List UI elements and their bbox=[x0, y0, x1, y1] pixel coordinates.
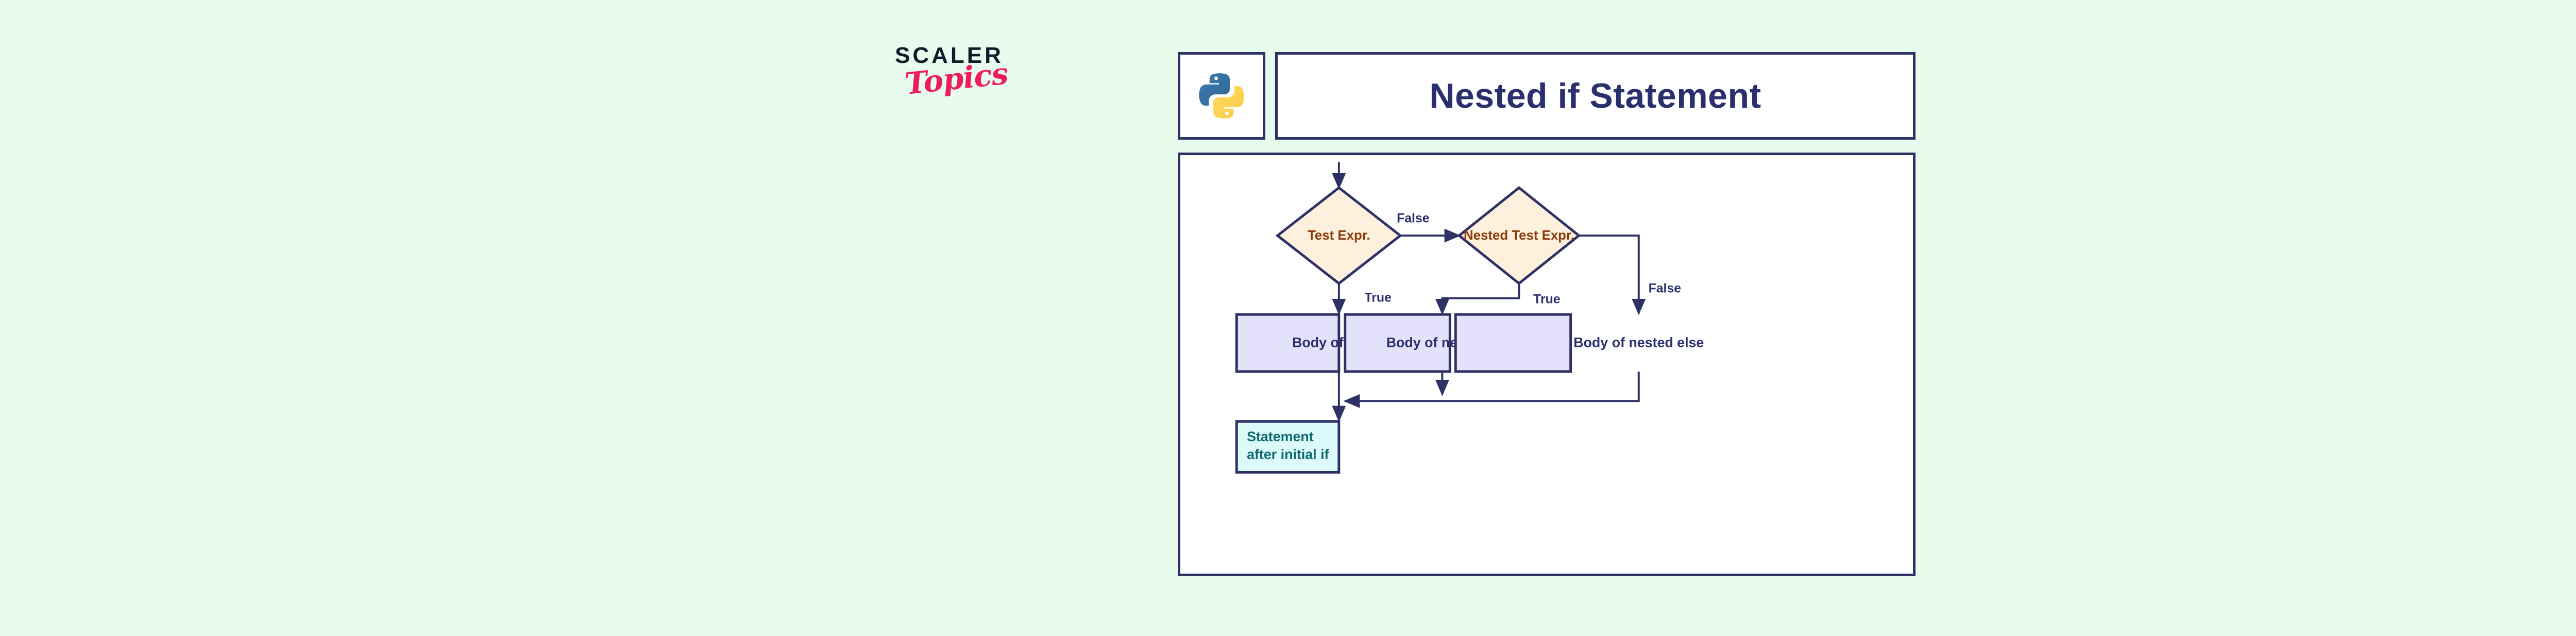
body-nested-else-label: Body of nested else bbox=[1573, 335, 1704, 350]
body-nested-else-rect bbox=[1454, 313, 1572, 373]
edge-label-false-first: False bbox=[1397, 211, 1429, 225]
edge-body-nested-else-to-merge bbox=[1343, 371, 1640, 408]
node-statement-after-initial-if[interactable]: Statement after initial if bbox=[1235, 420, 1341, 474]
test-expr-diamond-shape bbox=[1275, 186, 1403, 286]
python-logo-box bbox=[1178, 52, 1265, 140]
nested-test-expr-label: Nested Test Expr. bbox=[1464, 228, 1574, 243]
node-body-nested-else[interactable]: Body of nested else bbox=[1454, 313, 1704, 373]
scaler-topics-logo: SCALER Topics bbox=[895, 44, 1049, 132]
flowchart-frame: Test Expr. Nested Test Expr. Body of fir… bbox=[1178, 153, 1916, 576]
edge-label-false-nested: False bbox=[1649, 282, 1681, 296]
body-nested-if-rect bbox=[1344, 313, 1451, 373]
statement-after-label-line1: Statement bbox=[1247, 429, 1314, 444]
edge-nested-test-to-body-nested-else bbox=[1579, 235, 1646, 315]
python-logo-icon bbox=[1195, 69, 1248, 123]
test-expr-label: Test Expr. bbox=[1308, 228, 1370, 243]
node-test-expr[interactable]: Test Expr. bbox=[1275, 186, 1403, 286]
title-box: Nested if Statement bbox=[1275, 52, 1916, 140]
page-title: Nested if Statement bbox=[1429, 76, 1761, 115]
body-first-if-rect bbox=[1235, 313, 1341, 373]
node-nested-test-expr[interactable]: Nested Test Expr. bbox=[1457, 186, 1581, 286]
flowchart-canvas: Test Expr. Nested Test Expr. Body of fir… bbox=[1235, 162, 1704, 474]
edge-nested-test-to-body-nested-if bbox=[1435, 283, 1520, 315]
brand-wordmark: SCALER bbox=[895, 43, 1004, 68]
edge-label-true-first: True bbox=[1364, 291, 1391, 305]
header-row: Nested if Statement bbox=[1178, 52, 1916, 140]
nested-test-expr-diamond-shape bbox=[1457, 186, 1581, 286]
node-body-nested-if[interactable]: Body of nested if bbox=[1344, 313, 1498, 373]
edge-label-true-nested: True bbox=[1533, 293, 1560, 307]
statement-after-rect bbox=[1235, 420, 1341, 474]
statement-after-label-line2: after initial if bbox=[1247, 447, 1329, 462]
